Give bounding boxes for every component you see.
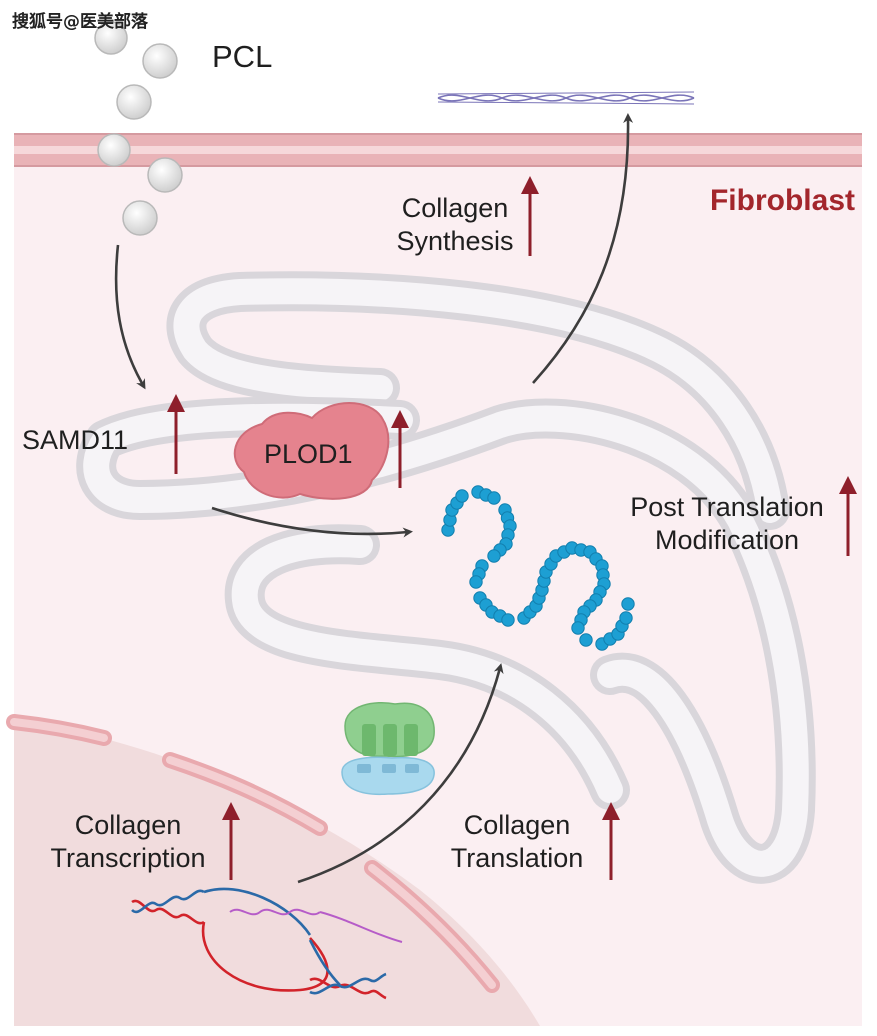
ribosome	[341, 701, 435, 796]
samd11-up-arrow	[167, 394, 185, 474]
plod1-label: PLOD1	[264, 439, 353, 469]
ptm-up-arrow	[839, 476, 857, 556]
translation-up-arrow	[602, 802, 620, 880]
peptide-bead	[621, 597, 635, 611]
endoplasmic-reticulum	[76, 271, 816, 884]
collagen-translation-label: Collagen Translation	[442, 809, 592, 875]
dna	[131, 887, 403, 1000]
translation-line-2: Translation	[450, 843, 584, 873]
ribosome-to-peptide-arrow	[297, 663, 504, 884]
ptm-line-2: Modification	[654, 525, 800, 555]
pcl-spheres	[94, 21, 183, 236]
upregulation-arrows	[167, 176, 857, 880]
plod1-up-arrow	[391, 410, 409, 488]
peptide-bead	[501, 613, 515, 627]
collagen-peptide-chain	[441, 485, 635, 651]
pcl-to-samd11-arrow	[114, 244, 146, 390]
plod1-to-peptide-arrow	[211, 506, 413, 538]
peptide-bead	[487, 491, 501, 505]
peptide-bead	[579, 633, 593, 647]
peptide-bead	[455, 489, 469, 503]
peptide-bead	[619, 611, 633, 625]
nucleus	[6, 714, 540, 1026]
collagen-synthesis-label: Collagen Synthesis	[380, 192, 530, 258]
transcription-up-arrow	[222, 802, 240, 880]
transcription-line-1: Collagen	[74, 810, 182, 840]
watermark-text: 搜狐号@医美部落	[12, 12, 148, 32]
transcription-line-2: Transcription	[50, 843, 206, 873]
ptm-line-1: Post Translation	[630, 492, 824, 522]
collagen-transcription-label: Collagen Transcription	[38, 809, 218, 875]
translation-line-1: Collagen	[463, 810, 571, 840]
samd11-label: SAMD11	[22, 425, 129, 455]
flow-arrows	[114, 113, 634, 884]
peptide-bead	[469, 575, 483, 589]
fibroblast-label: Fibroblast	[709, 184, 855, 217]
synthesis-up-arrow	[521, 176, 539, 256]
synthesis-line-1: Collagen	[401, 193, 509, 223]
peptide-bead	[571, 621, 585, 635]
pcl-label: PCL	[212, 39, 273, 74]
post-translation-modification-label: Post Translation Modification	[612, 491, 842, 557]
collagen-fibril	[437, 91, 695, 105]
plod1-protein	[233, 402, 390, 500]
peptide-to-secretion-arrow	[532, 113, 634, 384]
synthesis-line-2: Synthesis	[396, 226, 514, 256]
peptide-bead	[487, 549, 501, 563]
cell-membrane	[14, 133, 862, 167]
